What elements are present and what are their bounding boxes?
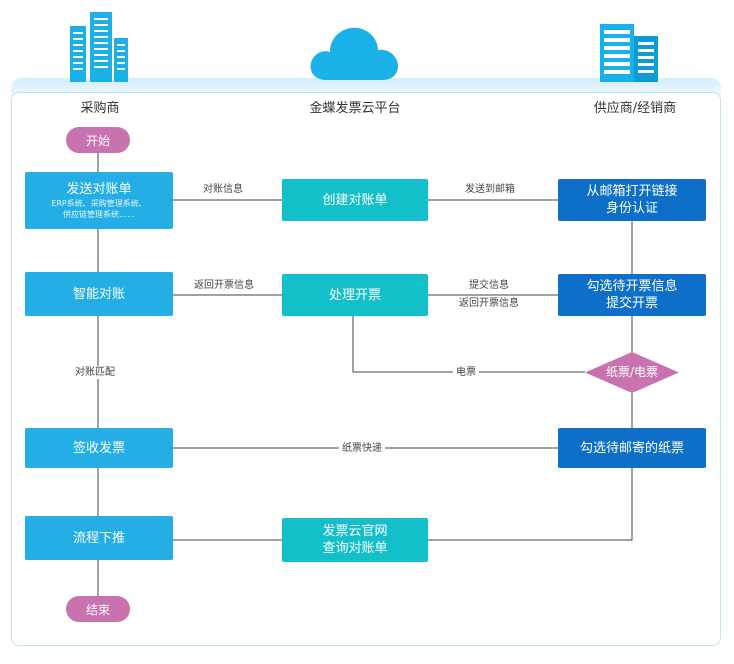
push-down-label: 流程下推 — [72, 530, 125, 546]
select-mail-node: 勾选待邮寄的纸票 — [558, 428, 706, 468]
end-node: 结束 — [66, 596, 130, 622]
paper-e-decision — [585, 352, 679, 393]
edge-label-reconcile-match: 对账匹配 — [72, 366, 118, 379]
office-building-icon — [600, 24, 658, 82]
edge-label-send-to-mailbox: 发送到邮箱 — [462, 183, 518, 196]
paper-e-label: 纸票/电票 — [605, 365, 659, 379]
edge-label-paper-express: 纸票快递 — [339, 442, 385, 455]
select-info-line1: 勾选待开票信息 — [586, 279, 678, 294]
lane-title-platform: 金蝶发票云平台 — [309, 101, 401, 116]
official-site-node: 发票云官网 查询对账单 — [282, 518, 428, 562]
smart-reconcile-label: 智能对账 — [72, 286, 125, 302]
send-statement-sub2: 供应链管理系统…… — [63, 210, 135, 219]
send-statement-title: 发送对账单 — [66, 182, 132, 197]
edge-label-return-info-right: 返回开票信息 — [456, 297, 522, 310]
cloud-icon — [310, 27, 398, 81]
push-down-node: 流程下推 — [25, 516, 173, 560]
edge-mail-to-site — [428, 468, 633, 541]
lane-title-supplier: 供应商/经销商 — [593, 101, 677, 116]
official-site-line1: 发票云官网 — [322, 524, 388, 539]
platform-band — [11, 78, 721, 96]
edge-e-invoice — [352, 316, 585, 373]
receive-invoice-label: 签收发票 — [72, 440, 125, 456]
start-node: 开始 — [66, 127, 130, 153]
select-info-node: 勾选待开票信息 提交开票 — [558, 274, 706, 316]
edge-label-statement-info: 对账信息 — [200, 183, 246, 196]
edge-label-submit-info: 提交信息 — [466, 279, 512, 292]
lane-title-buyer: 采购商 — [80, 101, 120, 116]
official-site-line2: 查询对账单 — [322, 541, 388, 556]
select-info-line2: 提交开票 — [605, 296, 658, 311]
edge-label-e-invoice: 电票 — [453, 366, 479, 379]
process-invoice-node: 处理开票 — [282, 274, 428, 316]
create-statement-node: 创建对账单 — [282, 179, 428, 221]
send-statement-node: 发送对账单 ERP系统、采购管理系统、 供应链管理系统…… — [25, 172, 173, 229]
open-link-node: 从邮箱打开链接 身份认证 — [558, 179, 706, 221]
process-invoice-label: 处理开票 — [328, 287, 381, 303]
receive-invoice-node: 签收发票 — [25, 428, 173, 468]
building-icon — [70, 12, 128, 82]
smart-reconcile-node: 智能对账 — [25, 272, 173, 316]
edge-label-return-info-left: 返回开票信息 — [191, 279, 257, 292]
create-statement-label: 创建对账单 — [322, 192, 388, 208]
open-link-line1: 从邮箱打开链接 — [586, 184, 678, 199]
send-statement-sub1: ERP系统、采购管理系统、 — [51, 199, 147, 208]
open-link-line2: 身份认证 — [605, 201, 658, 216]
select-mail-label: 勾选待邮寄的纸票 — [579, 440, 684, 456]
